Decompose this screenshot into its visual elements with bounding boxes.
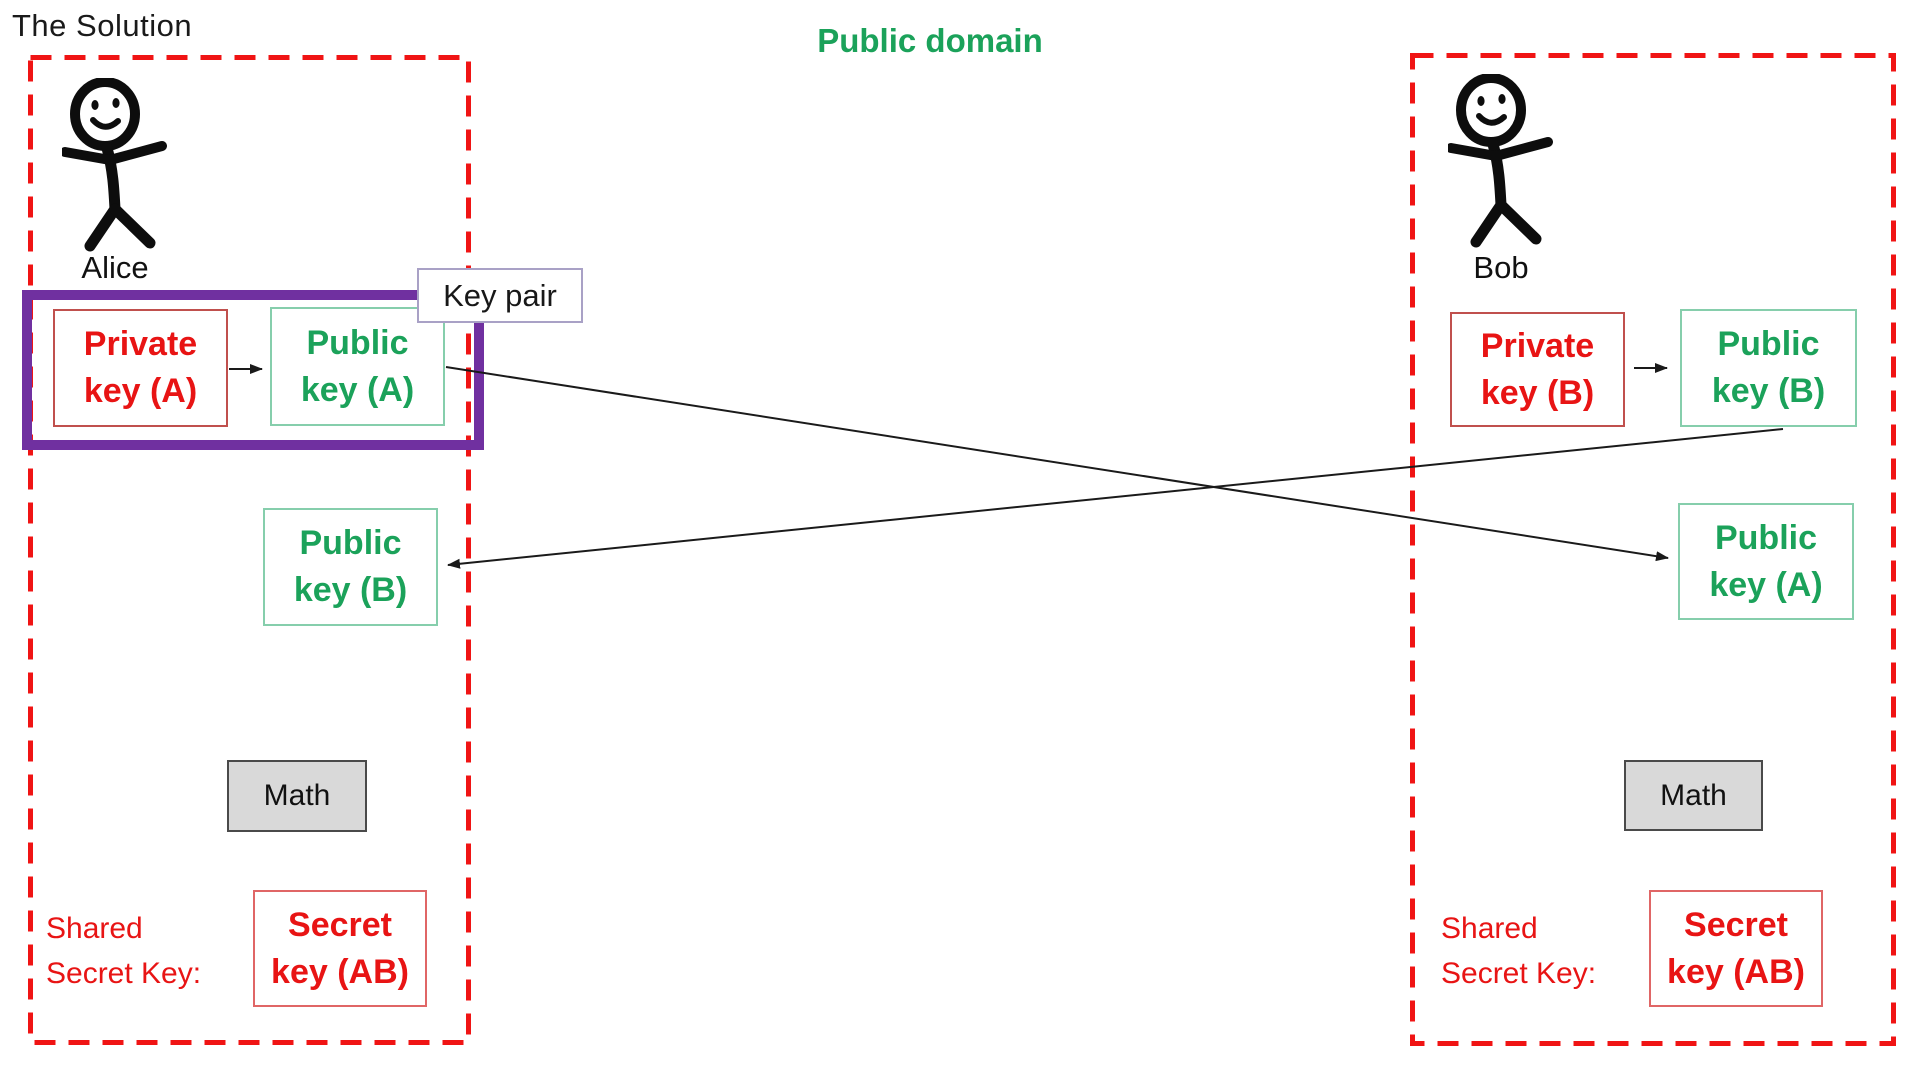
alice-shared-secret-label: Shared Secret Key: [46,912,202,990]
page-title: The Solution [12,8,193,43]
bob-secret-key-label: Secret key (AB) [1667,905,1805,991]
bob-received-public-key-label: Public key (A) [1709,518,1823,604]
bob-private-key-box: Private key (B) [1450,312,1625,427]
bob-private-key-label: Private key (B) [1480,326,1595,412]
bob-math-label: Math [1660,778,1727,812]
bob-public-key-exchange-arrow [447,428,1784,569]
alice-secret-key-box: Secret key (AB) [253,890,427,1007]
alice-received-public-key-box: Public key (B) [263,508,438,626]
bob-public-key-box: Public key (B) [1680,309,1857,427]
alice-public-key-label: Public key (A) [300,323,415,409]
bob-stick-figure-icon [1448,74,1553,248]
alice-secret-key-label: Secret key (AB) [271,905,409,991]
key-pair-callout: Key pair [417,268,583,323]
bob-math-box: Math [1624,760,1763,831]
key-pair-label: Key pair [443,277,557,313]
bob-public-key-label: Public key (B) [1711,325,1826,410]
alice-public-key-box: Public key (A) [270,307,445,426]
bob-shared-secret-label: Shared Secret Key: [1441,912,1597,990]
alice-private-key-label: Private key (A) [83,325,198,410]
alice-received-public-key-label: Public key (B) [293,524,408,609]
bob-secret-key-box: Secret key (AB) [1649,890,1823,1007]
alice-math-box: Math [227,760,367,832]
bob-name-label: Bob [1473,250,1529,285]
public-domain-label: Public domain [817,22,1043,59]
alice-math-label: Math [263,779,331,812]
alice-private-key-box: Private key (A) [53,309,228,427]
alice-name-label: Alice [81,250,149,285]
alice-stick-figure-icon [62,78,167,252]
bob-received-public-key-box: Public key (A) [1678,503,1854,620]
